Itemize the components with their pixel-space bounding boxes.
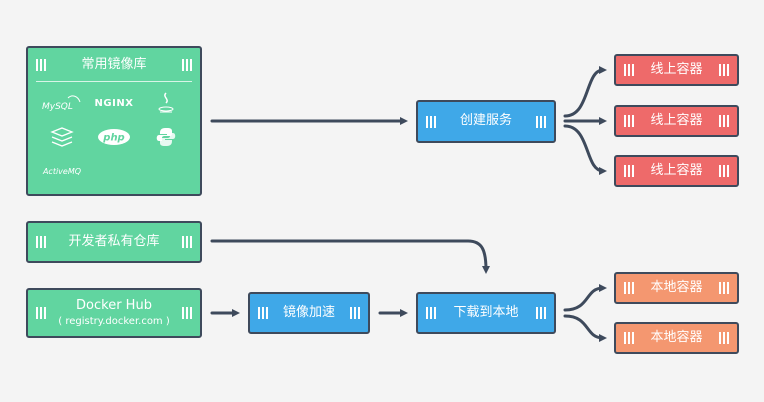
developer-private-repo-node: 开发者私有仓库 xyxy=(26,221,202,263)
drag-handle-icon xyxy=(426,307,436,319)
arrow-private-to-download xyxy=(210,239,490,274)
drag-handle-icon xyxy=(624,165,634,177)
local-container-label: 本地容器 xyxy=(650,279,703,295)
online-container-label: 线上容器 xyxy=(650,61,703,77)
drag-handle-icon xyxy=(719,64,729,76)
private-repo-label: 开发者私有仓库 xyxy=(68,233,160,249)
docker-hub-title: Docker Hub xyxy=(76,298,152,314)
drag-handle-icon xyxy=(536,307,546,319)
nginx-logo-icon: NGINX xyxy=(94,97,134,109)
arrow-download-to-local-1 xyxy=(563,284,607,312)
mirror-accel-label: 镜像加速 xyxy=(282,304,335,320)
drag-handle-icon xyxy=(624,64,634,76)
drag-handle-icon xyxy=(536,115,546,128)
drag-handle-icon xyxy=(624,332,634,344)
mysql-logo-icon: MySQL xyxy=(36,86,88,120)
drag-handle-icon xyxy=(182,307,192,319)
drag-handle-icon xyxy=(258,307,268,319)
svg-text:MySQL: MySQL xyxy=(42,102,73,112)
online-container-label: 线上容器 xyxy=(650,112,703,128)
local-container-node-1: 本地容器 xyxy=(614,272,739,304)
drag-handle-icon xyxy=(624,115,634,127)
create-service-label: 创建服务 xyxy=(459,113,512,129)
drag-handle-icon xyxy=(719,165,729,177)
arrow-download-to-local-2 xyxy=(563,314,607,342)
online-container-label: 线上容器 xyxy=(650,162,703,178)
arrow-create-to-online-1 xyxy=(563,66,607,118)
drag-handle-icon xyxy=(719,332,729,344)
drag-handle-icon xyxy=(719,115,729,127)
python-logo-icon xyxy=(140,120,192,154)
local-container-node-2: 本地容器 xyxy=(614,322,739,354)
registry-logo-grid: MySQL NGINX php ActiveMQ xyxy=(36,86,192,190)
drag-handle-icon xyxy=(36,236,46,248)
redis-logo-icon xyxy=(36,120,88,154)
registry-divider xyxy=(36,81,192,82)
drag-handle-icon xyxy=(426,115,436,128)
drag-handle-icon xyxy=(182,59,192,71)
drag-handle-icon xyxy=(36,59,46,71)
registry-title: 常用镜像库 xyxy=(81,56,147,72)
drag-handle-icon xyxy=(36,307,46,319)
arrow-create-to-online-3 xyxy=(563,124,607,175)
php-logo-icon: php xyxy=(88,120,140,154)
online-container-node-3: 线上容器 xyxy=(614,155,739,187)
local-container-label: 本地容器 xyxy=(650,329,703,345)
create-service-node: 创建服务 xyxy=(416,100,556,143)
download-local-label: 下载到本地 xyxy=(453,304,519,320)
online-container-node-2: 线上容器 xyxy=(614,105,739,137)
drag-handle-icon xyxy=(624,282,634,294)
download-local-node: 下载到本地 xyxy=(416,292,556,334)
drag-handle-icon xyxy=(350,307,360,319)
online-container-node-1: 线上容器 xyxy=(614,54,739,86)
common-image-registry: 常用镜像库 MySQL NGINX php ActiveMQ xyxy=(26,46,202,196)
drag-handle-icon xyxy=(719,282,729,294)
drag-handle-icon xyxy=(182,236,192,248)
java-logo-icon xyxy=(140,86,192,120)
svg-text:php: php xyxy=(102,133,124,144)
mirror-acceleration-node: 镜像加速 xyxy=(248,292,370,334)
docker-hub-url: ( registry.docker.com ) xyxy=(58,315,170,327)
activemq-logo-icon: ActiveMQ xyxy=(42,166,82,176)
docker-hub-label: Docker Hub ( registry.docker.com ) xyxy=(58,298,170,328)
docker-hub-node: Docker Hub ( registry.docker.com ) xyxy=(26,288,202,338)
